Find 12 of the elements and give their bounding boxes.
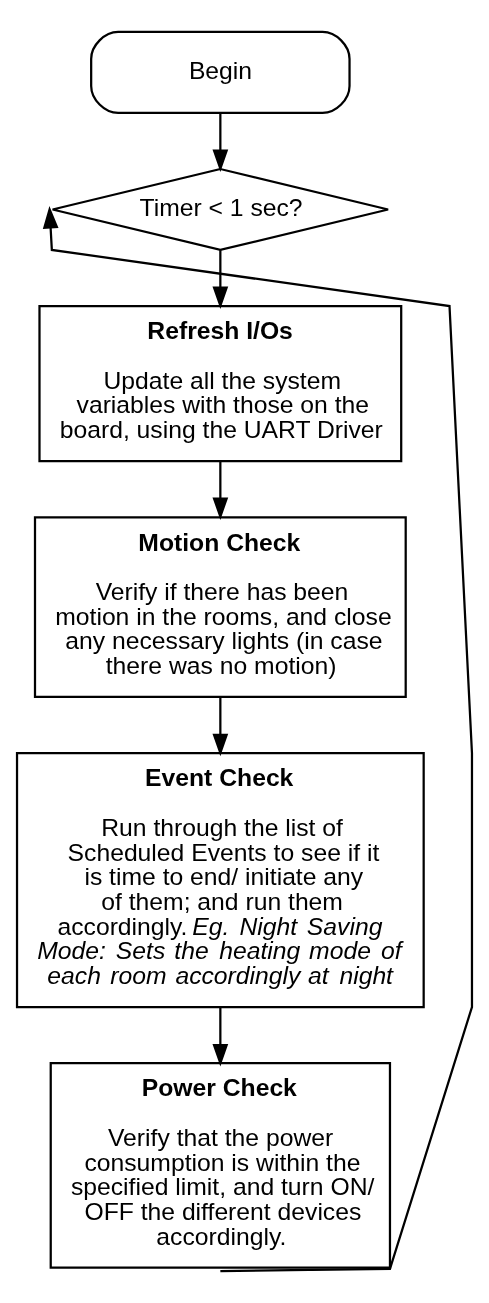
node-box: Begin [90,30,351,114]
arrow [212,250,229,309]
arrow [212,461,229,520]
node-box: Power Check Verify that the power consumption is within the specified limit, and turn ON/ OFF the different devices accordingly. [49,1062,392,1269]
arrow [42,206,474,1273]
arrow [212,113,229,172]
node-diamond: Timer < 1 sec? [51,167,390,252]
node-box: Motion Check Verify if there has been motion in the rooms, and close any necessary lights (in case there was no motion) [33,516,407,699]
arrow [212,1007,229,1067]
node-box: Refresh I/Os Update all the system variables with those on the board, using the UART Driver [38,304,403,463]
node-box: Event Check Run through the list of Scheduled Events to see if it is time to end/ initiate any of them; and run them accordingly. Eg. Night Saving Mode: Sets the heating mode of each room accordingly at night [15,752,425,1009]
arrow [212,697,229,757]
